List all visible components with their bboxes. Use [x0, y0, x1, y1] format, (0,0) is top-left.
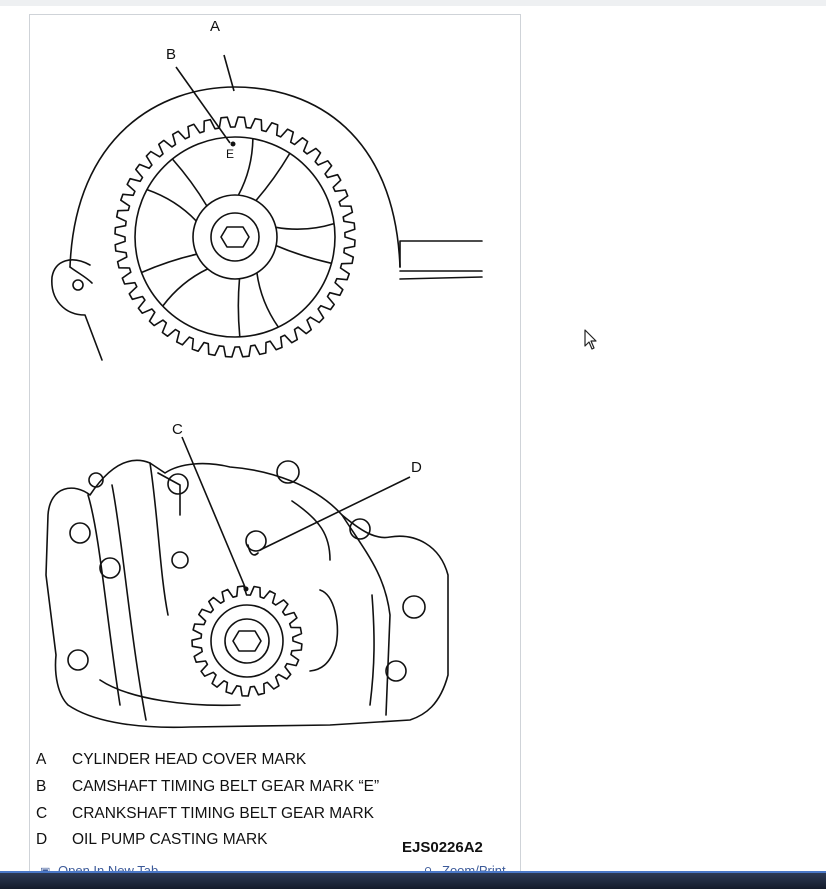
crankshaft-gear	[191, 585, 303, 697]
gear-spoke	[141, 253, 209, 307]
legend-text: CYLINDER HEAD COVER MARK	[72, 751, 307, 768]
camshaft-gear-teeth	[114, 116, 356, 358]
cylinder-head-cover-outline	[69, 86, 401, 268]
callout-line-b	[175, 66, 231, 144]
cam-mark-dot	[230, 141, 236, 147]
gear-spoke	[146, 158, 208, 222]
camshaft-gear-bolt	[220, 226, 250, 248]
gear-spoke	[275, 222, 335, 265]
legend-text: CRANKSHAFT TIMING BELT GEAR MARK	[72, 805, 375, 822]
head-bracket	[51, 259, 103, 361]
legend-key: C	[36, 805, 48, 822]
callout-label-d: D	[411, 459, 422, 476]
mouse-pointer-icon	[584, 329, 597, 350]
callout-line-c	[181, 436, 246, 588]
legend-key: A	[36, 751, 47, 768]
camshaft-gear	[114, 116, 356, 358]
gear-spoke	[237, 138, 291, 202]
legend-text: CAMSHAFT TIMING BELT GEAR MARK “E”	[72, 778, 380, 795]
figure-code: EJS0226A2	[402, 839, 483, 856]
legend-key: D	[36, 831, 48, 848]
timing-marks-diagram: A B E	[45, 18, 483, 729]
legend-text: OIL PUMP CASTING MARK	[72, 831, 268, 848]
callout-line-a	[223, 54, 235, 92]
taskbar	[0, 871, 826, 889]
camshaft-gear-spokes	[141, 138, 335, 337]
crankshaft-gear-bolt	[232, 630, 262, 652]
gear-mark-e: E	[226, 147, 234, 161]
oil-pump-casting-notch	[247, 544, 259, 556]
crankshaft-gear-teeth	[191, 585, 303, 697]
oil-pump-housing	[45, 459, 449, 729]
oil-pump-casting-boss	[245, 530, 267, 552]
callout-label-b: B	[166, 46, 176, 63]
crank-mark-dot	[243, 586, 249, 592]
callout-line-d	[259, 476, 411, 551]
camshaft-assembly	[51, 86, 483, 361]
callout-label-c: C	[172, 421, 183, 438]
callout-label-a: A	[210, 18, 220, 35]
legend-key: B	[36, 778, 47, 795]
top-strip	[0, 0, 826, 6]
figure-panel: A B E	[29, 14, 521, 878]
gear-spoke	[237, 272, 279, 337]
